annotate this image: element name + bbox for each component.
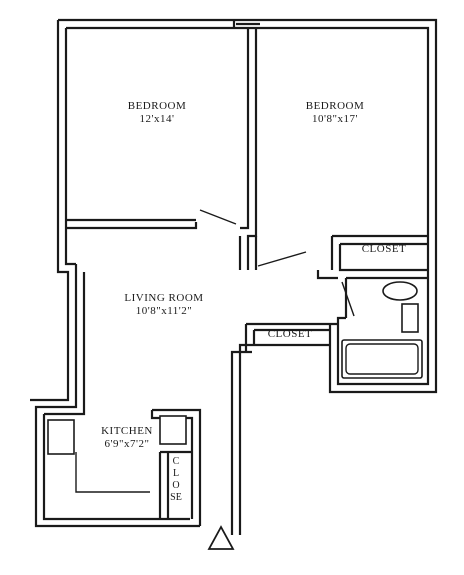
sink	[401, 303, 419, 333]
closet-label-hall: CLOSET	[267, 328, 313, 340]
room-name: LIVING ROOM	[124, 292, 204, 304]
room-dimensions: 10'8"x11'2"	[135, 305, 193, 317]
room-name: BEDROOM	[305, 100, 365, 112]
room-label-living-room: LIVING ROOM 10'8"x11'2"	[104, 292, 224, 318]
bathroom-fixtures	[341, 281, 423, 379]
interior-walls	[66, 20, 428, 519]
room-dimensions: 10'8"x17'	[312, 113, 358, 125]
refrigerator	[159, 415, 187, 445]
room-dimensions: 6'9"x7'2"	[104, 438, 150, 450]
toilet	[382, 281, 418, 301]
room-name: BEDROOM	[127, 100, 187, 112]
room-label-kitchen: KITCHEN 6'9"x7'2"	[82, 425, 172, 451]
bathtub	[341, 339, 423, 379]
doors	[199, 209, 355, 317]
closet-label-kitchen: CLOSE	[170, 456, 182, 503]
closet-label-bedroom: CLOSET	[361, 243, 407, 255]
entry-triangle-icon	[207, 525, 235, 550]
room-label-bedroom-2: BEDROOM 10'8"x17'	[290, 100, 380, 126]
kitchen-fixtures	[47, 415, 187, 493]
exterior-walls	[30, 18, 438, 535]
room-dimensions: 12'x14'	[139, 113, 175, 125]
room-name: KITCHEN	[101, 425, 153, 437]
room-label-bedroom-1: BEDROOM 12'x14'	[112, 100, 202, 126]
stove	[47, 419, 75, 455]
